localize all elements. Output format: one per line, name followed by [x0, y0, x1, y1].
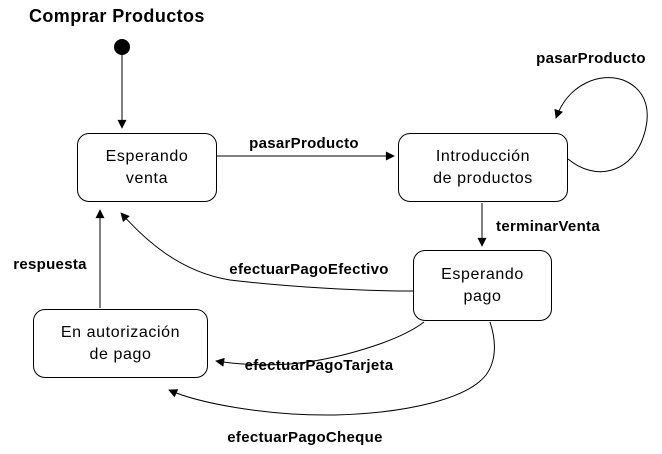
state-label-line: Esperando [441, 266, 524, 284]
transition-label-respuesta: respuesta [13, 256, 87, 273]
transition-efectuar-pago-tarjeta-arrow [215, 321, 425, 367]
transition-efectuar-pago-efectivo-arrow [120, 212, 414, 292]
transition-label-pasar-producto: pasarProducto [249, 135, 359, 152]
state-esperando-pago: Esperando pago [413, 250, 552, 321]
state-esperando-venta: Esperando venta [77, 133, 217, 202]
state-label-line: pago [463, 287, 502, 305]
transition-efectuar-pago-cheque-arrow [168, 321, 495, 416]
transition-label-efectuar-pago-tarjeta: efectuarPagoTarjeta [244, 357, 394, 374]
state-label-line: Esperando [105, 148, 189, 166]
transition-label-terminar-venta: terminarVenta [496, 218, 600, 235]
state-label-line: En autorización [60, 324, 181, 342]
state-label-line: venta [125, 169, 169, 187]
state-label-line: Introducción [435, 148, 531, 166]
state-label-line: de pago [89, 345, 152, 363]
diagram-title: Comprar Productos [29, 6, 205, 26]
initial-state-dot [114, 39, 130, 55]
transition-label-efectuar-pago-cheque: efectuarPagoCheque [227, 429, 383, 446]
transition-label-pasar-producto-loop: pasarProducto [536, 50, 646, 67]
state-en-autorizacion-de-pago: En autorización de pago [33, 309, 208, 378]
transition-label-efectuar-pago-efectivo: efectuarPagoEfectivo [229, 261, 389, 278]
state-introduccion-productos: Introducción de productos [398, 133, 568, 202]
state-label-line: de productos [433, 169, 533, 187]
self-transition-pasar-producto-arrow [554, 77, 648, 173]
